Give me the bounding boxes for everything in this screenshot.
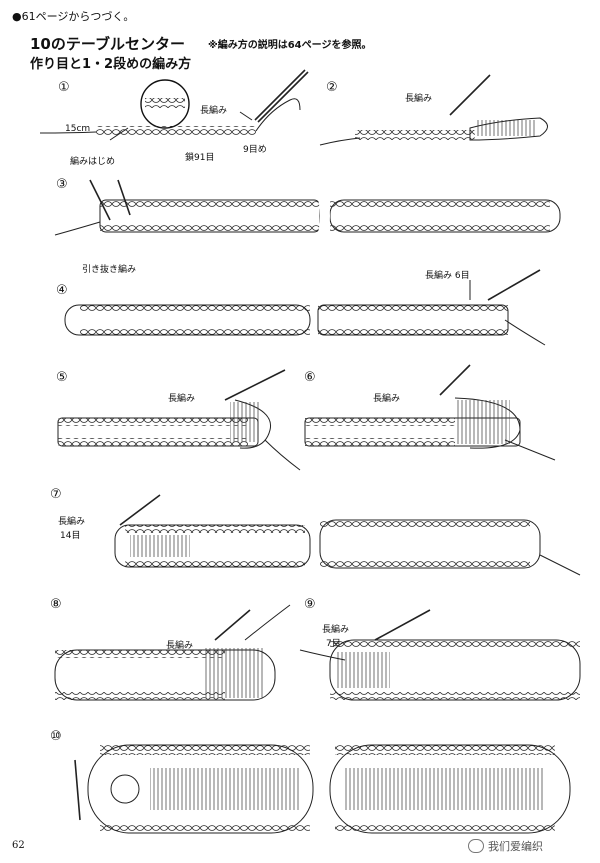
step-7-diagram xyxy=(114,494,581,576)
reference-note: ※編み方の説明は64ページを参照。 xyxy=(208,40,372,51)
step-number: ⑥ xyxy=(304,370,316,385)
step-4-diagram xyxy=(64,269,546,346)
label-slip-stitch: 引き抜き編み xyxy=(82,265,137,275)
label-stitch-count: 7目 xyxy=(326,639,341,649)
label-long-stitch: 長編み xyxy=(322,625,350,635)
step-number: ⑩ xyxy=(50,729,62,744)
label-long-stitch: 長編み xyxy=(58,517,86,527)
label-ninth-stitch: 9目め xyxy=(243,145,267,155)
step-number: ③ xyxy=(56,177,68,192)
step-6-diagram xyxy=(304,364,556,461)
step-number: ⑤ xyxy=(56,370,68,385)
page-number: 62 xyxy=(12,840,25,851)
wechat-icon xyxy=(468,839,484,853)
label-long-stitch: 長編み xyxy=(200,106,228,116)
label-stitch-count: 14目 xyxy=(60,531,81,541)
step-2-diagram xyxy=(319,74,548,146)
step-8-diagram xyxy=(54,604,291,701)
label-chain-count: 鎖91目 xyxy=(185,153,215,163)
step-number: ⑧ xyxy=(50,597,62,612)
label-long-stitch: 長編み xyxy=(405,94,433,104)
step-3-diagram xyxy=(54,179,561,241)
step-9-diagram xyxy=(299,609,581,701)
step-number: ⑨ xyxy=(304,597,316,612)
step-number: ④ xyxy=(56,283,68,298)
label-length: 15cm xyxy=(65,124,91,134)
step-number: ① xyxy=(58,80,70,95)
label-long-stitch: 長編み xyxy=(373,394,401,404)
watermark-text: 我们爱编织 xyxy=(488,840,543,853)
page-subtitle: 作り目と1・2段めの編み方 xyxy=(30,57,192,72)
step-5-diagram xyxy=(57,369,301,471)
step-1-diagram xyxy=(39,69,309,141)
watermark: 我们爱编织 xyxy=(468,838,543,854)
step-number: ⑦ xyxy=(50,487,62,502)
step-number: ② xyxy=(326,80,338,95)
page-title: 10のテーブルセンター xyxy=(30,35,185,53)
label-long-stitch: 長編み xyxy=(166,641,194,651)
step-10-diagram xyxy=(74,744,571,834)
continued-note: ●61ページからつづく。 xyxy=(12,10,135,23)
label-long-stitch-count: 長編み 6目 xyxy=(425,271,470,281)
label-long-stitch: 長編み xyxy=(168,394,196,404)
label-start: 編みはじめ xyxy=(70,157,116,167)
